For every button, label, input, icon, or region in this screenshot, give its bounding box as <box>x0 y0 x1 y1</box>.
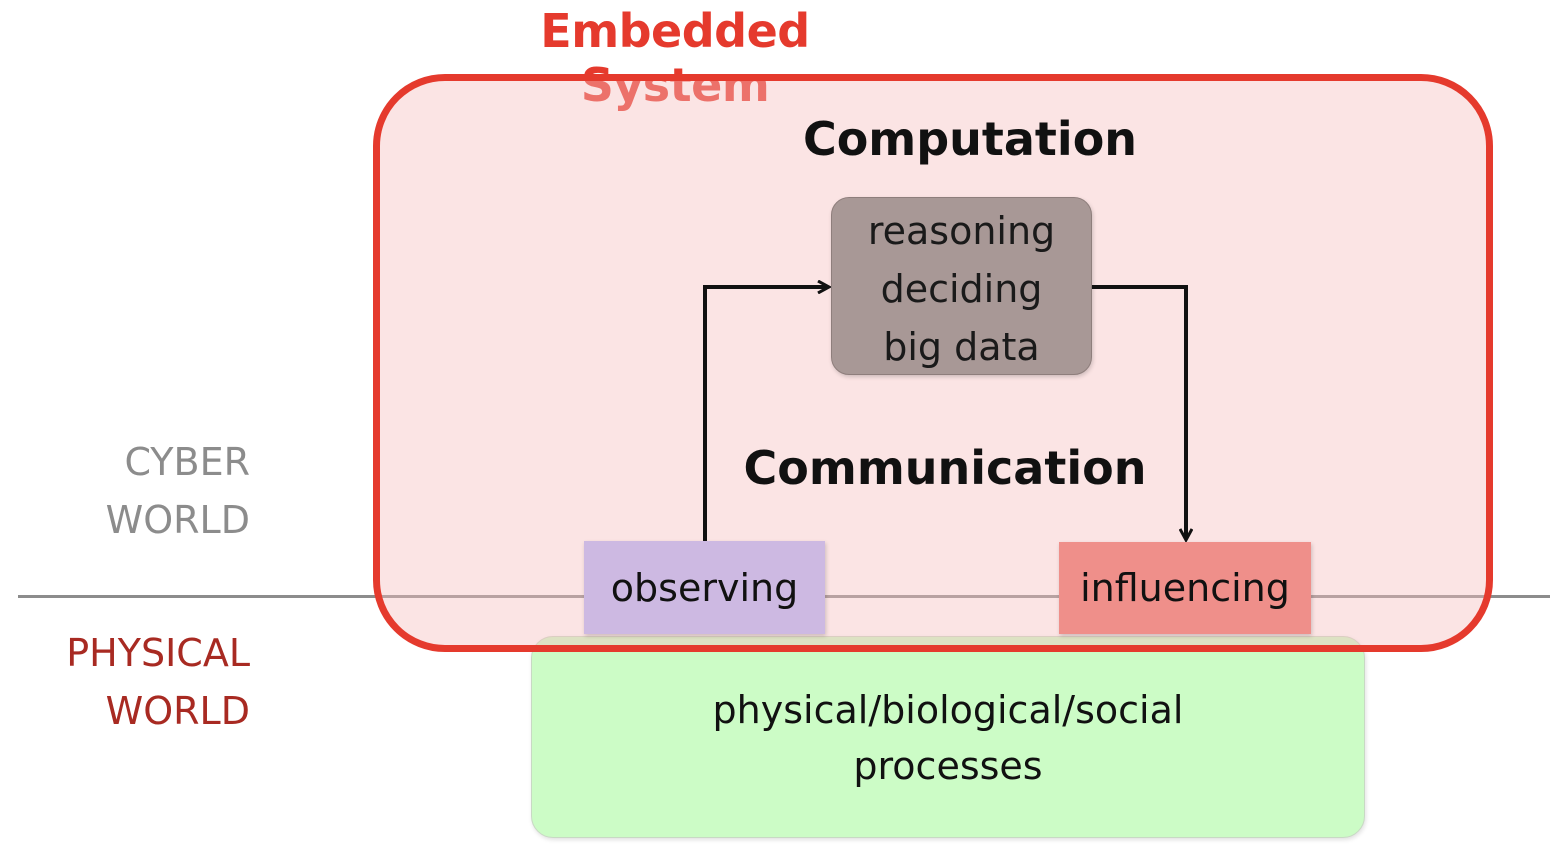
processes-box <box>531 636 1365 838</box>
observing-box: observing <box>584 541 825 634</box>
reasoning-line-2: deciding <box>880 267 1043 311</box>
communication-heading: Communication <box>743 441 1147 495</box>
reasoning-box <box>831 197 1092 375</box>
cyber-label-line-1: CYBER <box>124 440 250 484</box>
reasoning-line-1: reasoning <box>867 209 1056 253</box>
reasoning-line-3: big data <box>883 325 1040 369</box>
influencing-box: influencing <box>1059 542 1311 634</box>
physical-label-line-1: PHYSICAL <box>66 631 250 675</box>
reasoning-to-influencing-arrow <box>1092 285 1186 539</box>
processes-line-2: processes <box>853 744 1043 788</box>
physical-label-line-2: WORLD <box>105 689 250 733</box>
processes-label: physical/biological/social processes <box>531 682 1365 794</box>
computation-heading: Computation <box>802 112 1138 166</box>
cyber-world-label: CYBER WORLD <box>10 433 250 549</box>
diagram-title: Embedded System <box>540 4 810 112</box>
processes-line-1: physical/biological/social <box>712 688 1184 732</box>
influencing-label: influencing <box>1080 566 1290 610</box>
cyber-label-line-2: WORLD <box>105 498 250 542</box>
observing-to-reasoning-arrow <box>703 287 828 541</box>
observing-label: observing <box>610 565 799 610</box>
physical-world-label: PHYSICAL WORLD <box>10 624 250 740</box>
